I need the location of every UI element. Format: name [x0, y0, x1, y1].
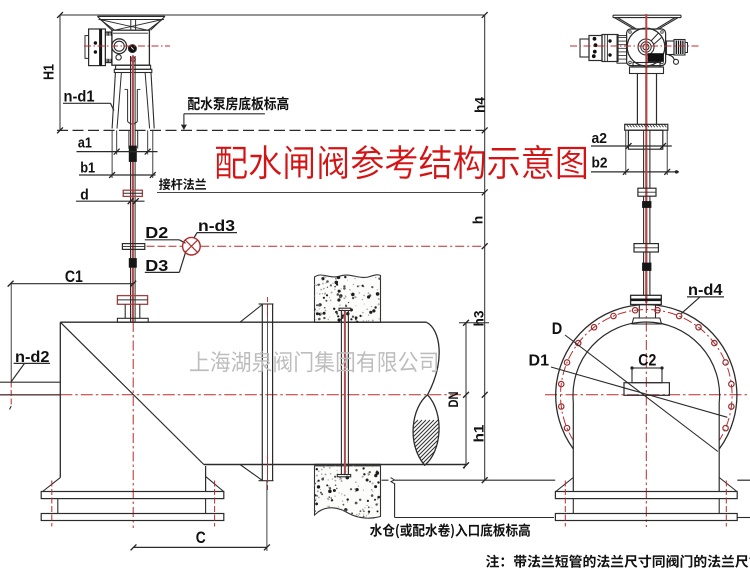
svg-text:n-d2: n-d2 — [15, 349, 50, 366]
svg-text:h1: h1 — [471, 424, 487, 442]
svg-text:C2: C2 — [638, 351, 656, 369]
svg-text:C: C — [196, 528, 206, 547]
svg-text:DN: DN — [445, 392, 461, 408]
svg-text:a1: a1 — [78, 135, 92, 152]
svg-text:n-d3: n-d3 — [198, 218, 235, 235]
svg-text:n-d1: n-d1 — [64, 89, 95, 106]
svg-text:a2: a2 — [592, 130, 608, 147]
svg-text:H1: H1 — [42, 64, 58, 80]
svg-text:D2: D2 — [145, 225, 168, 242]
svg-text:D3: D3 — [145, 258, 168, 275]
svg-text:C1: C1 — [65, 268, 83, 286]
svg-text:D1: D1 — [529, 352, 550, 369]
svg-text:d: d — [80, 187, 89, 204]
svg-text:b1: b1 — [80, 159, 95, 176]
svg-text:h: h — [470, 216, 486, 225]
svg-text:n-d4: n-d4 — [688, 282, 723, 299]
svg-text:b2: b2 — [592, 154, 608, 171]
svg-text:h3: h3 — [471, 310, 487, 326]
svg-text:h4: h4 — [472, 97, 488, 113]
svg-text:D: D — [552, 319, 563, 338]
